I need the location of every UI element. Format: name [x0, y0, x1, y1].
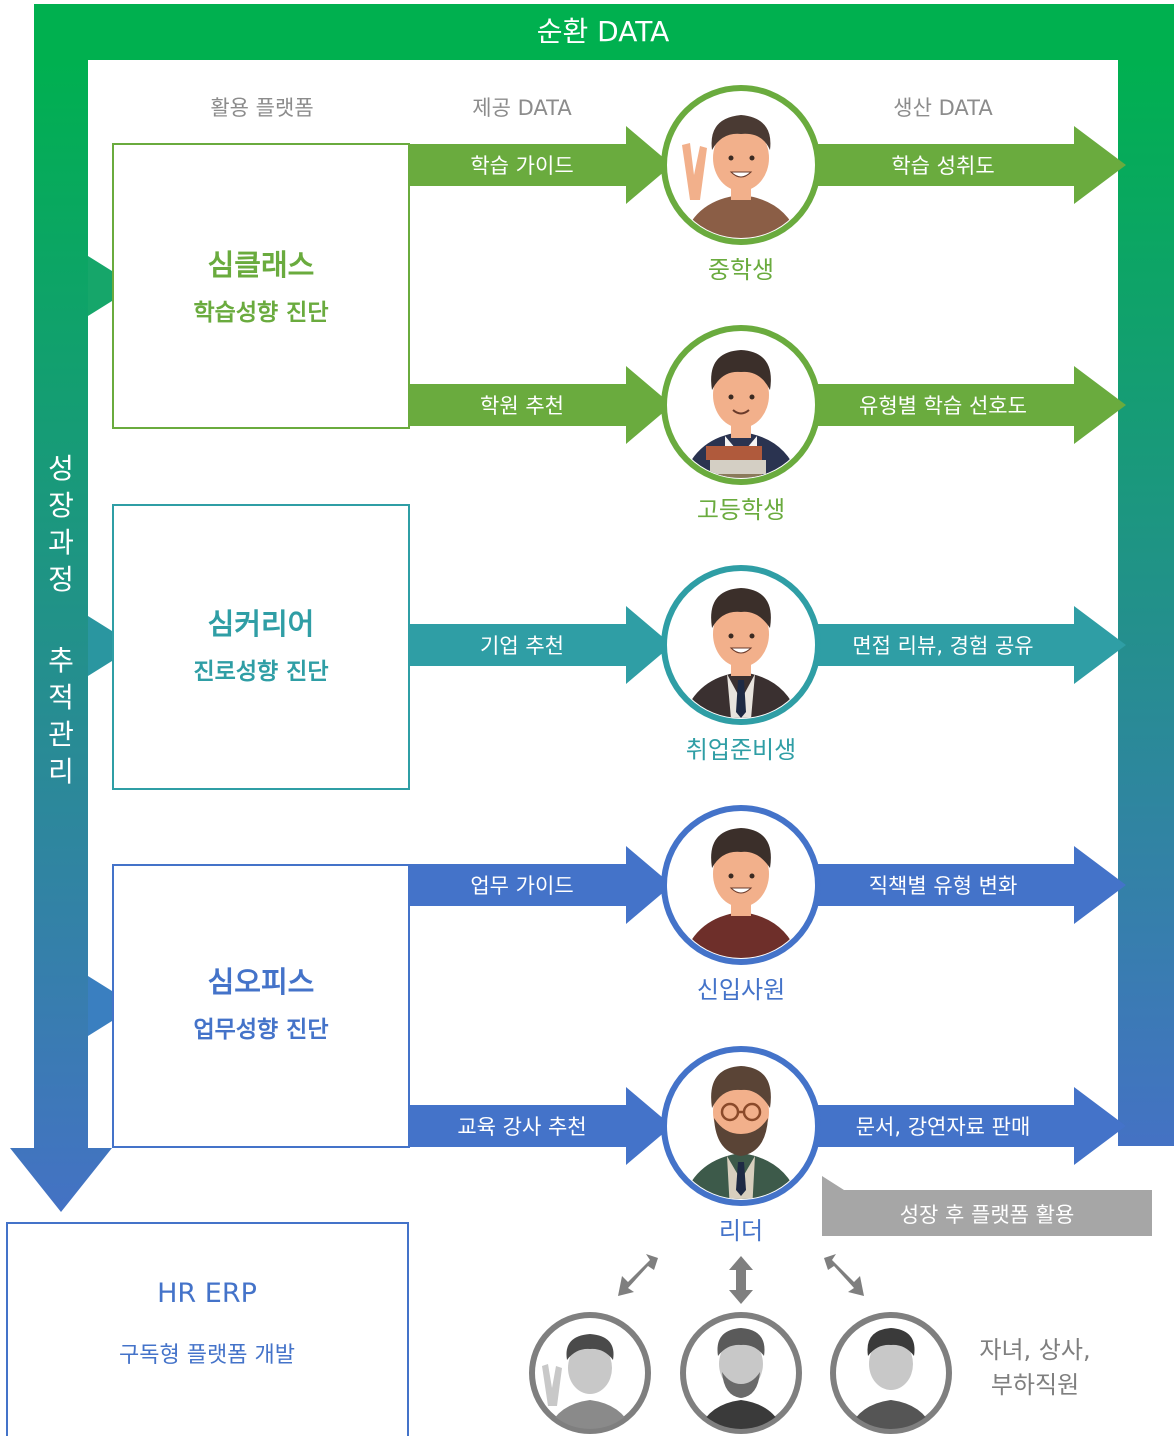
- persona-label: 중학생: [708, 256, 774, 284]
- provided-label: 기업 추천: [480, 634, 564, 658]
- persona-label: 고등학생: [697, 496, 785, 524]
- produced-label: 문서, 강연자료 판매: [856, 1115, 1031, 1139]
- produced-label: 학습 성취도: [891, 154, 994, 178]
- side-char: 정: [48, 563, 74, 596]
- persona-avatar-leader: [661, 1046, 821, 1206]
- hr-erp-title: HR ERP: [157, 1278, 257, 1309]
- header-platform: 활용 플랫폼: [210, 96, 313, 120]
- platform-box-simcareer: [112, 504, 410, 790]
- arrow-provided-5: [409, 1087, 672, 1165]
- header-provided-data: 제공 DATA: [472, 96, 572, 120]
- side-char: 성: [48, 452, 74, 485]
- relations-line-2: 부하직원: [991, 1371, 1079, 1399]
- platform-sub-simcareer: 진로성향 진단: [194, 659, 329, 685]
- double-arrow-right: [824, 1254, 864, 1296]
- frame-side-label: 성 장 과 정 추 적 관 리: [48, 452, 74, 788]
- platform-name-simoffice: 심오피스: [208, 965, 315, 999]
- provided-label: 업무 가이드: [470, 874, 573, 898]
- platform-box-simclass: [112, 143, 410, 429]
- platform-sub-simoffice: 업무성향 진단: [194, 1017, 329, 1043]
- provided-label: 학습 가이드: [470, 154, 573, 178]
- callout-text: 성장 후 플랫폼 활용: [900, 1203, 1075, 1227]
- arrow-provided-3: [409, 606, 672, 684]
- arrow-produced-3: [812, 606, 1126, 684]
- platform-name-simclass: 심클래스: [208, 248, 315, 282]
- provided-label: 학원 추천: [480, 394, 564, 418]
- relations-line-1: 자녀, 상사,: [979, 1336, 1090, 1364]
- side-char: 장: [48, 489, 74, 522]
- persona-avatar-new-employee: [661, 805, 821, 965]
- platform-sub-simclass: 학습성향 진단: [194, 300, 329, 326]
- produced-label: 직책별 유형 변화: [869, 874, 1018, 898]
- persona-label: 신입사원: [697, 976, 785, 1004]
- frame-left-arrow: [10, 60, 112, 1212]
- side-char: 적: [48, 681, 74, 714]
- related-avatar-boss: [680, 1312, 802, 1434]
- side-char: 과: [48, 526, 74, 559]
- header-produced-data: 생산 DATA: [893, 96, 993, 120]
- produced-label: 면접 리뷰, 경험 공유: [852, 634, 1033, 658]
- frame-top-label: 순환 DATA: [537, 15, 670, 48]
- side-char: 리: [48, 755, 74, 788]
- platform-box-simoffice: [112, 864, 410, 1148]
- frame-top-bar: [34, 4, 1174, 60]
- circulation-frame: [10, 4, 1174, 1212]
- related-avatar-child: [529, 1312, 651, 1434]
- persona-avatar-middle-school: [661, 85, 821, 245]
- persona-label: 취업준비생: [686, 736, 796, 764]
- platform-name-simcareer: 심커리어: [208, 607, 315, 641]
- related-avatar-subordinate: [830, 1312, 952, 1434]
- arrow-produced-4: [812, 846, 1126, 924]
- frame-right-column: [1118, 60, 1174, 1146]
- hr-erp-box: [6, 1222, 409, 1436]
- side-char: 추: [48, 644, 74, 677]
- persona-avatar-job-seeker: [661, 565, 821, 725]
- relation-arrows: [618, 1254, 864, 1304]
- produced-label: 유형별 학습 선호도: [859, 394, 1027, 418]
- arrow-provided-2: [409, 366, 672, 444]
- arrow-produced-1: [812, 126, 1126, 204]
- persona-avatar-high-school: [661, 325, 821, 485]
- provided-label: 교육 강사 추천: [457, 1115, 586, 1139]
- arrow-provided-4: [409, 846, 672, 924]
- arrow-produced-5: [812, 1087, 1126, 1165]
- arrow-provided-1: [409, 126, 672, 204]
- hr-erp-sub: 구독형 플랫폼 개발: [119, 1343, 295, 1368]
- callout-bubble: [822, 1176, 1152, 1236]
- double-arrow-left: [618, 1254, 658, 1296]
- arrow-produced-2: [812, 366, 1126, 444]
- side-char: 관: [48, 718, 74, 751]
- persona-label: 리더: [719, 1217, 763, 1245]
- double-arrow-vertical: [729, 1256, 753, 1304]
